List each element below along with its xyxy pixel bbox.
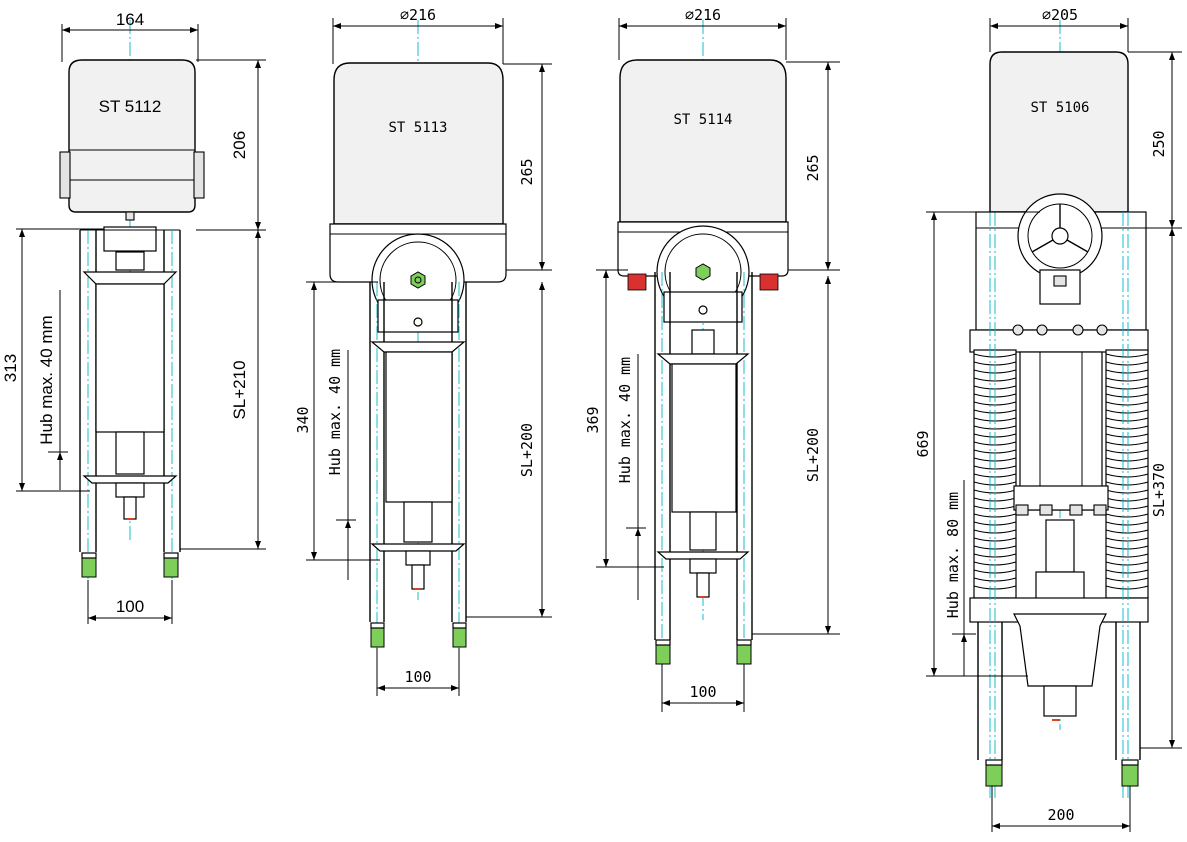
st5114-pillar-distance: 100 bbox=[689, 683, 716, 701]
st5106-top-width: ⌀205 bbox=[1042, 6, 1078, 24]
st5112-top-width: 164 bbox=[116, 10, 144, 29]
st5113-pillar-distance: 100 bbox=[404, 668, 431, 686]
st5114-stroke: Hub max. 40 mm bbox=[616, 357, 634, 483]
st5113-model-label: ST 5113 bbox=[388, 120, 447, 136]
st5114-top-width: ⌀216 bbox=[685, 6, 721, 24]
st5106-head-height: 250 bbox=[1150, 130, 1168, 157]
st5113-stroke: Hub max. 40 mm bbox=[326, 349, 344, 475]
st5106-stroke: Hub max. 80 mm bbox=[944, 492, 962, 618]
st5106-overall-height: 669 bbox=[914, 430, 932, 457]
st5112-overall-height: 313 bbox=[1, 354, 20, 382]
st5112-head-height: 206 bbox=[230, 131, 249, 159]
st5113-head-height: 265 bbox=[518, 158, 536, 185]
st5112-model-label: ST 5112 bbox=[99, 97, 162, 116]
st5113-overall-height: 340 bbox=[294, 406, 312, 433]
actuator-st5114: ⌀216 265 SL+200 369 Hub max. 40 mm 100 S… bbox=[584, 6, 840, 712]
st5114-base-length: SL+200 bbox=[804, 428, 822, 482]
st5112-base-length: SL+210 bbox=[230, 360, 249, 419]
st5113-top-width: ⌀216 bbox=[400, 6, 436, 24]
st5106-base-length: SL+370 bbox=[1150, 463, 1168, 517]
st5112-stroke: Hub max. 40 mm bbox=[37, 315, 56, 444]
actuator-st5113: ⌀216 265 SL+200 340 Hub max. 40 mm 100 S… bbox=[294, 6, 552, 696]
actuator-st5112: 164 206 SL+210 313 Hub max. 40 mm 100 ST… bbox=[1, 10, 266, 624]
st5114-overall-height: 369 bbox=[584, 406, 602, 433]
st5112-pillar-distance: 100 bbox=[116, 597, 144, 616]
st5113-base-length: SL+200 bbox=[518, 423, 536, 477]
st5114-model-label: ST 5114 bbox=[673, 112, 732, 128]
st5114-head-height: 265 bbox=[804, 154, 822, 181]
st5106-model-label: ST 5106 bbox=[1030, 100, 1089, 116]
actuator-st5106: ⌀205 250 SL+370 669 Hub max. 80 mm 200 S… bbox=[914, 6, 1182, 832]
st5106-pillar-distance: 200 bbox=[1047, 806, 1074, 824]
